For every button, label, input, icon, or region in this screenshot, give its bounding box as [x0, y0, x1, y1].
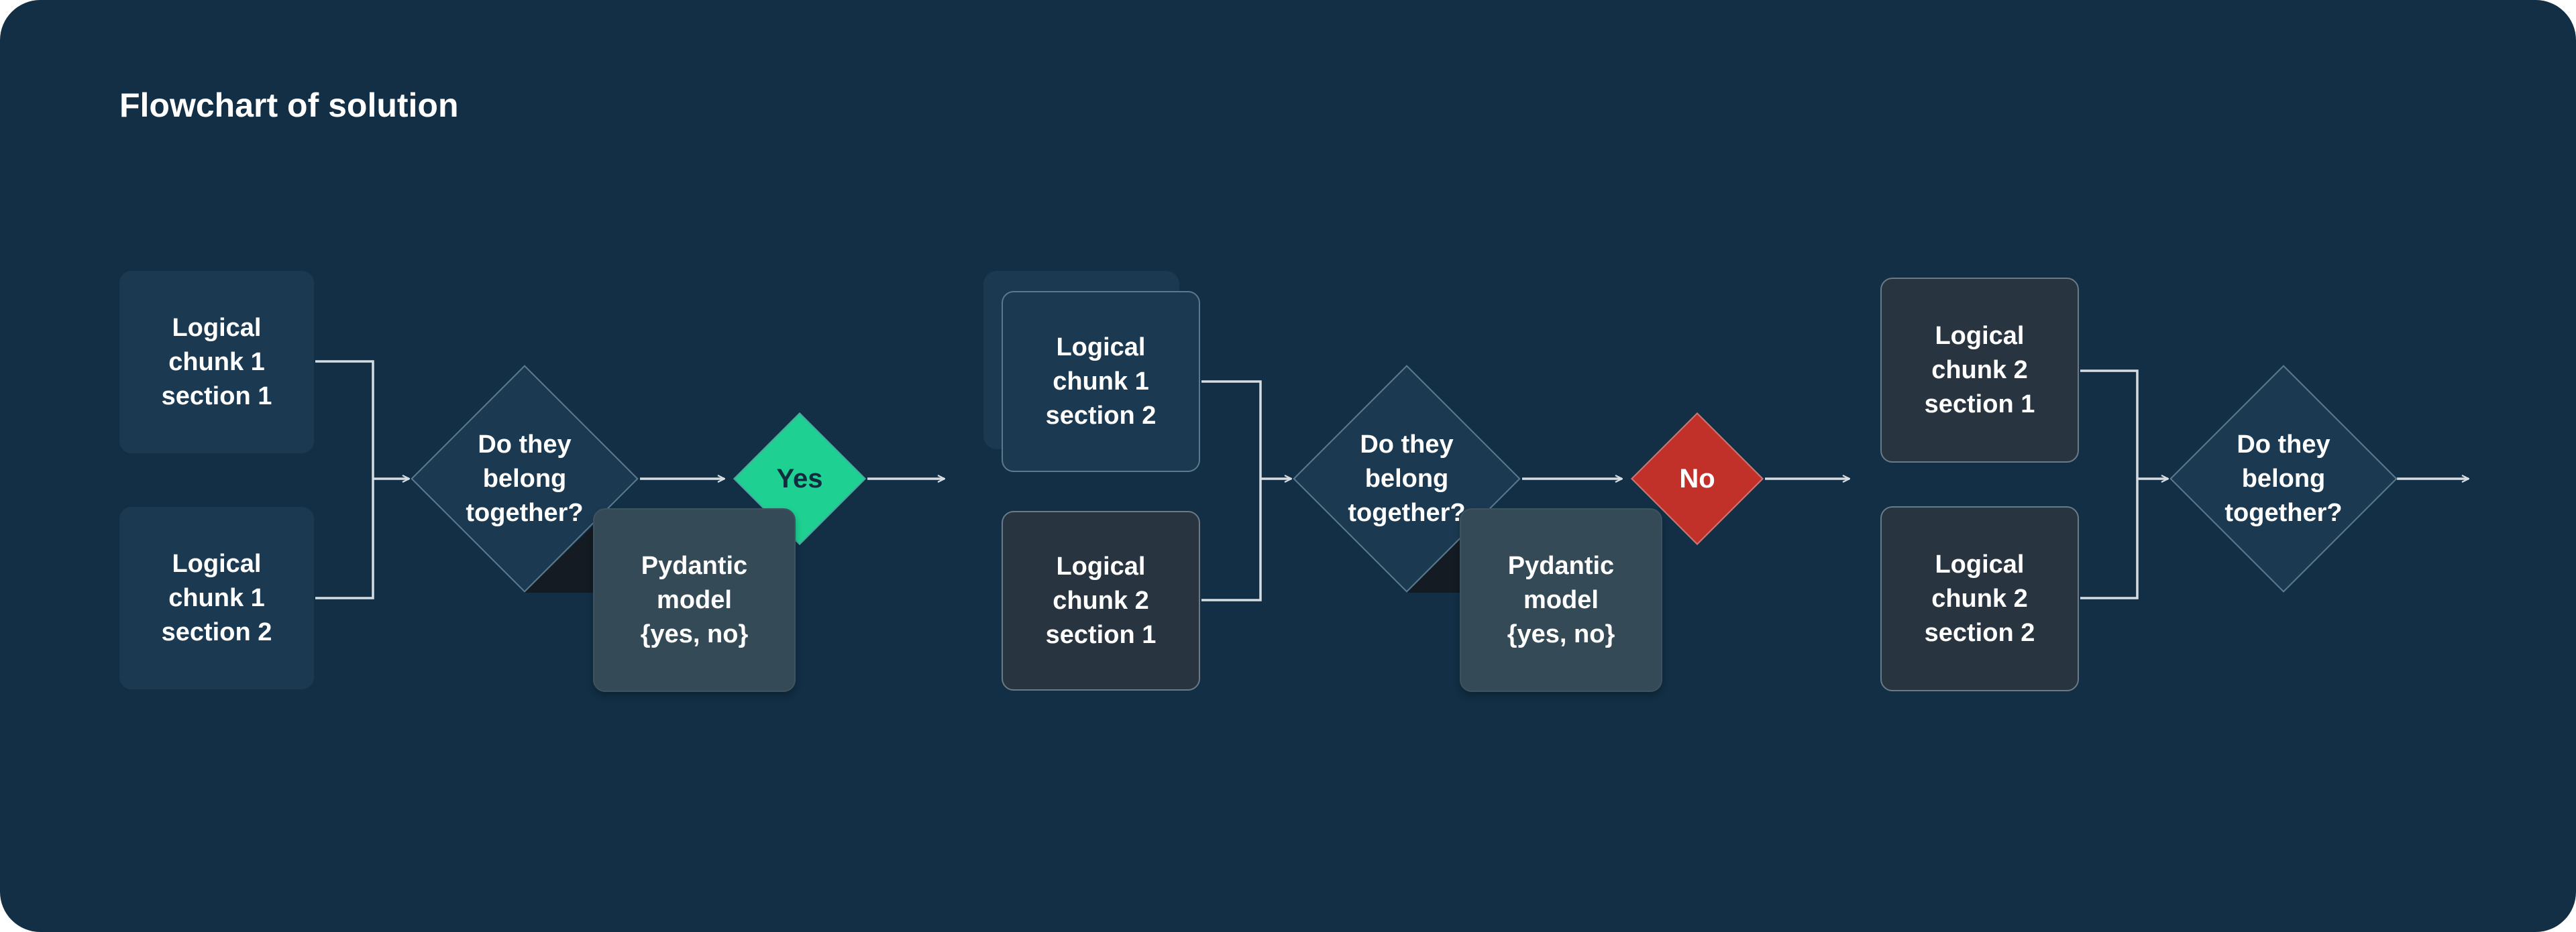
g2-question-label: Do they belong together?	[1348, 430, 1466, 527]
g2-answer-label: No	[1679, 463, 1715, 493]
g2-chunk-a-node: Logical chunk 1 section 2	[1002, 291, 1200, 472]
connector-g3-chunk-a	[2080, 369, 2139, 479]
g1-chunk-b-label: Logical chunk 1 section 2	[161, 549, 272, 646]
g2-pydantic-node: Pydantic model {yes, no}	[1460, 508, 1662, 692]
connector-g1-chunk-a	[315, 360, 374, 479]
page-title: Flowchart of solution	[119, 86, 459, 124]
g2-question-node: Do they belong together?	[1293, 365, 1521, 593]
g1-chunk-b-node: Logical chunk 1 section 2	[119, 507, 314, 689]
g3-chunk-b-node: Logical chunk 2 section 2	[1880, 506, 2079, 691]
g2-answer-node: No	[1630, 412, 1764, 546]
g1-pydantic-node: Pydantic model {yes, no}	[593, 508, 796, 692]
g3-chunk-b-label: Logical chunk 2 section 2	[1924, 550, 2035, 647]
connector-g3-chunk-b	[2080, 479, 2139, 599]
g1-chunk-a-label: Logical chunk 1 section 1	[161, 313, 272, 410]
g1-question-label: Do they belong together?	[466, 430, 584, 527]
connector-g2-chunk-a	[1201, 380, 1262, 479]
g3-chunk-a-node: Logical chunk 2 section 1	[1880, 278, 2079, 463]
g1-answer-label: Yes	[776, 463, 823, 493]
g3-question-node: Do they belong together?	[2169, 365, 2398, 593]
g2-chunk-b-node: Logical chunk 2 section 1	[1002, 511, 1200, 691]
g3-chunk-a-label: Logical chunk 2 section 1	[1924, 321, 2035, 418]
g1-question-node: Do they belong together?	[411, 365, 639, 593]
g3-question-label: Do they belong together?	[2224, 430, 2343, 527]
g2-pydantic-label: Pydantic model {yes, no}	[1507, 551, 1615, 648]
connector-g1-chunk-b	[315, 479, 374, 599]
connector-g2-chunk-b	[1201, 479, 1262, 601]
g1-answer-node: Yes	[733, 412, 867, 546]
g2-chunk-a-label: Logical chunk 1 section 2	[1045, 333, 1157, 430]
g1-chunk-a-node: Logical chunk 1 section 1	[119, 271, 314, 453]
g1-pydantic-label: Pydantic model {yes, no}	[640, 551, 749, 648]
g2-chunk-b-label: Logical chunk 2 section 1	[1045, 552, 1157, 649]
